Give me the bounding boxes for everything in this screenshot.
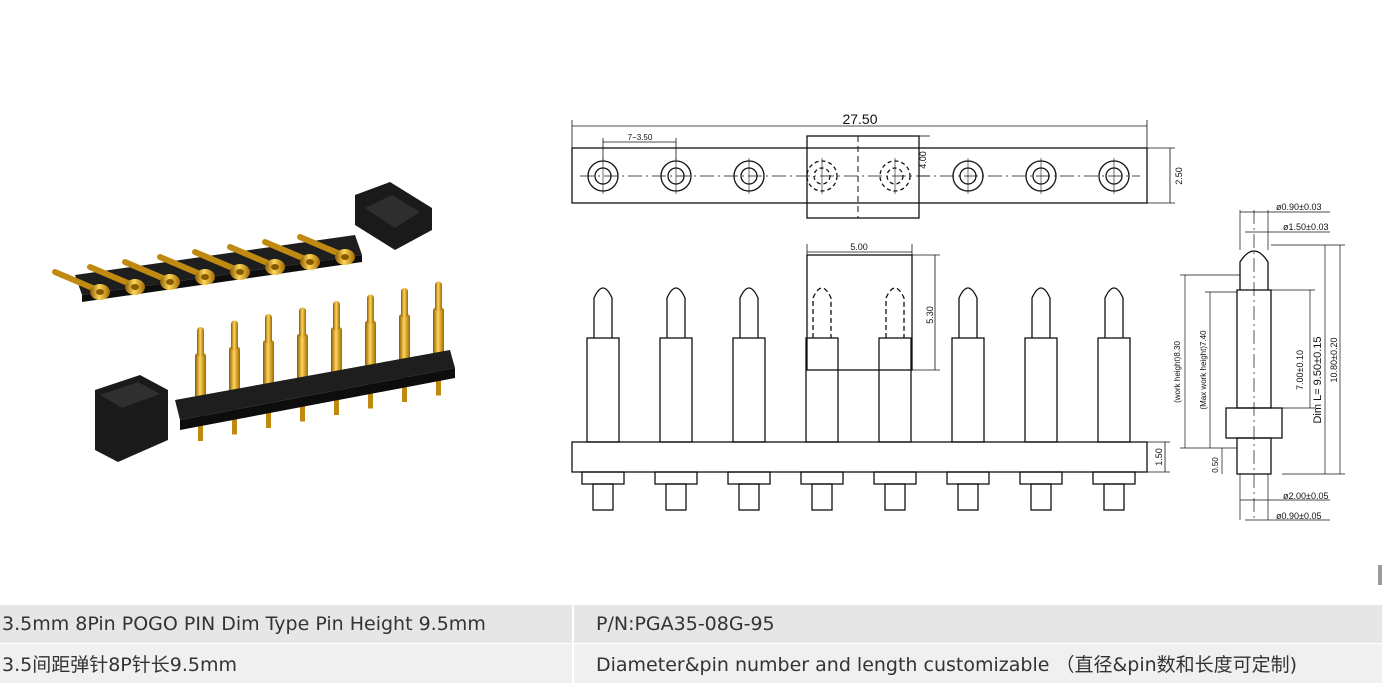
dim-max-work-height: (Max work height)7.40: [1199, 330, 1208, 410]
dim-collar-thickness: 0.50: [1211, 457, 1220, 473]
dim-pin-length: Dim L= 9.50±0.15: [1312, 336, 1324, 423]
dim-overall-length: 27.50: [842, 111, 877, 127]
dim-width: 2.50: [1174, 167, 1184, 185]
dim-tail-diameter: ø0.90±0.05: [1276, 511, 1321, 521]
upper-pin-tail: [157, 254, 203, 277]
housing-cap-bottom: [95, 375, 168, 462]
upper-pin-center: [271, 264, 279, 270]
scroll-edge-marker: [1378, 565, 1382, 585]
lower-pin-tail: [266, 402, 271, 428]
side-pin: [654, 287, 698, 511]
technical-drawing: 27.50 7−3.50 2.50 4.00 5.00 5.30 1.50 ø0…: [571, 111, 1345, 521]
upper-pin-tail: [192, 249, 238, 272]
side-pin: [1092, 287, 1136, 511]
upper-pin-center: [201, 274, 209, 280]
lower-pin-tail: [300, 395, 305, 422]
dim-pitch: 7−3.50: [628, 133, 653, 142]
lower-pin-plunger: [265, 314, 272, 344]
pin-detail-view: [1180, 210, 1345, 521]
dim-housing-height: 5.30: [925, 306, 935, 324]
spec-table: 3.5mm 8Pin POGO PIN Dim Type Pin Height …: [0, 605, 1382, 684]
lower-pin-plunger: [367, 294, 374, 325]
upper-pin-tail: [262, 239, 308, 262]
upper-pin-center: [96, 289, 104, 295]
dim-tip-diameter: ø0.90±0.03: [1276, 202, 1321, 212]
lower-pin-tail: [368, 382, 373, 409]
upper-pin-center: [236, 269, 244, 275]
side-pin: [873, 287, 917, 511]
lower-pin-tail: [232, 408, 237, 435]
upper-pin-center: [131, 284, 139, 290]
dim-plunger-length: 7.00±0.10: [1295, 350, 1305, 390]
dim-housing-length: 5.00: [850, 242, 868, 252]
dimension-labels: 27.50 7−3.50 2.50 4.00 5.00 5.30 1.50 ø0…: [628, 111, 1339, 521]
upper-pin-center: [166, 279, 174, 285]
upper-pin-tail: [122, 259, 168, 282]
table-row: 3.5间距弹针8P针长9.5mm Diameter&pin number and…: [0, 643, 1382, 684]
lower-pin-tail: [402, 376, 407, 402]
product-title-cell: 3.5mm 8Pin POGO PIN Dim Type Pin Height …: [0, 605, 574, 645]
dim-work-height: (work height)8.30: [1173, 341, 1182, 403]
lower-pin-plunger: [197, 327, 204, 357]
lower-pin-plunger: [401, 288, 408, 318]
lower-pin-plunger: [231, 320, 238, 351]
upper-pin-tail: [297, 234, 343, 257]
lower-pin-plunger: [333, 301, 340, 331]
upper-pin-tail: [87, 264, 133, 287]
side-pin: [1019, 287, 1063, 511]
product-photo: [52, 182, 455, 462]
side-pin: [727, 287, 771, 511]
side-pin: [581, 287, 625, 511]
lower-pin-tail: [334, 389, 339, 415]
upper-connector: [52, 234, 362, 302]
table-row: 3.5mm 8Pin POGO PIN Dim Type Pin Height …: [0, 605, 1382, 645]
housing-cap-top: [355, 182, 432, 250]
lower-pin-plunger: [299, 307, 306, 338]
upper-pin-tail: [52, 269, 98, 292]
dim-housing-width: 4.00: [918, 151, 928, 169]
dim-plunger-diameter: ø1.50±0.03: [1283, 222, 1328, 232]
dim-base-height: 1.50: [1154, 448, 1164, 466]
lower-pin-tail: [436, 369, 441, 396]
lower-pin-tail: [198, 415, 203, 441]
part-number-cell: P/N:PGA35-08G-95: [573, 605, 1382, 645]
dim-barrel-diameter: ø2.00±0.05: [1283, 491, 1328, 501]
customization-note-cell: Diameter&pin number and length customiza…: [573, 643, 1382, 684]
side-view: [571, 244, 1170, 511]
lower-pin-plunger: [435, 281, 442, 312]
lower-connector: [175, 281, 455, 441]
upper-pin-tail: [227, 244, 273, 267]
dim-total-length: 10.80±0.20: [1329, 338, 1339, 383]
upper-pin-center: [341, 254, 349, 260]
side-pin: [946, 287, 990, 511]
product-title-cn-cell: 3.5间距弹针8P针长9.5mm: [0, 643, 574, 684]
top-view: [571, 120, 1175, 219]
upper-pin-center: [306, 259, 314, 265]
side-pin: [800, 287, 844, 511]
